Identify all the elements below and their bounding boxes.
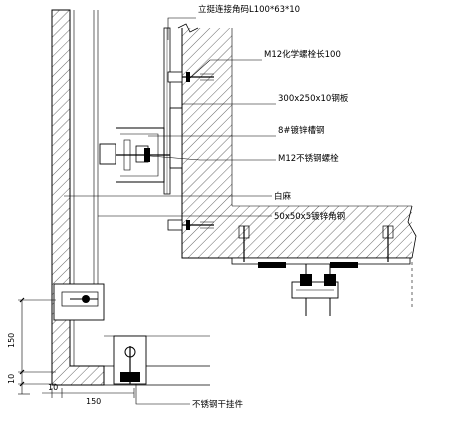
dim-horizontal-10: 10 [48,383,58,392]
watermark: 知末资料库 www.znzmo.com [312,353,409,389]
mullion [163,27,183,195]
label-dry-hanger: 不锈钢干挂件 [192,399,244,410]
label-stainless-bolt: M12不锈钢螺栓 [278,153,339,164]
dry-hanger-upper [53,283,105,321]
angle-steel-beam [231,225,413,316]
leader-lines [64,17,276,405]
dry-hanger-bottom [113,335,147,385]
dim-vertical-10: 10 [7,374,16,384]
dim-horizontal-150: 150 [86,397,101,406]
chemical-bolt-lower [167,219,214,231]
watermark-url: www.znzmo.com [338,379,409,389]
label-chemical-bolt: M12化学螺栓长100 [264,49,341,60]
channel-steel [99,127,170,183]
watermark-brand: 知末资料库 [312,353,407,376]
label-angle-connector: 立挺连接角码L100*63*10 [198,4,300,15]
dimension-texts: 150 10 10 150 [7,333,101,406]
dim-vertical-150: 150 [7,333,16,348]
callout-labels: 立挺连接角码L100*63*10 M12化学螺栓长100 300x250x10钢… [192,4,349,410]
label-white-sealant: 白麻 [274,191,292,202]
chemical-bolt-upper [167,71,214,83]
label-channel-steel: 8#镀锌槽钢 [278,125,325,136]
dimension-lines [18,297,135,398]
label-steel-plate: 300x250x10钢板 [278,93,349,104]
label-angle-steel: 50x50x5镀锌角钢 [274,211,345,222]
